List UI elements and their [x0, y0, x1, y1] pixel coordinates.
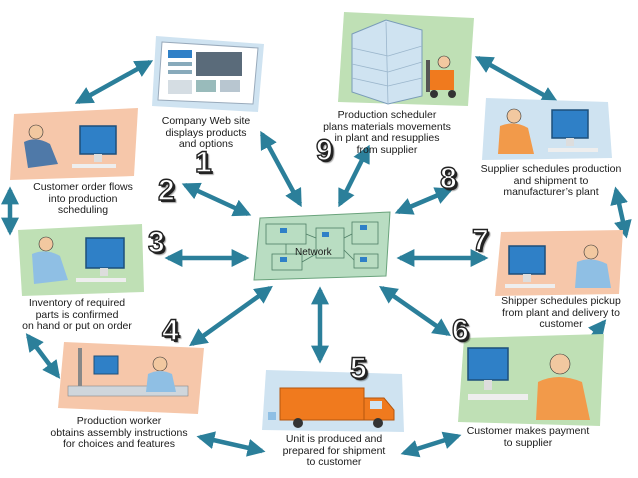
step9-illustration: [338, 12, 474, 108]
network-hub: [250, 210, 395, 282]
step1-illustration: [150, 32, 268, 114]
arrow-step4-step5: [196, 431, 266, 457]
step7-number: 7: [471, 224, 489, 257]
step6-illustration: [458, 334, 606, 426]
shipper-at-computer-icon: [495, 230, 623, 296]
step7-illustration: [495, 230, 623, 296]
step8-number: 8: [439, 162, 457, 195]
step3-illustration: [16, 222, 146, 296]
step2-number: 2: [157, 174, 175, 207]
customer-at-computer-icon: [10, 108, 138, 180]
factory-forklift-icon: [338, 12, 474, 106]
inventory-clerk-at-computer-icon: [18, 224, 144, 296]
arrow-network-step9: [337, 144, 371, 208]
step8-illustration: [482, 98, 612, 160]
network-label: Network: [295, 247, 332, 258]
arrow-network-step6: [379, 285, 451, 337]
arrow-step8-step7: [610, 186, 632, 239]
arrow-step2-step1: [74, 60, 154, 104]
arrow-step5-step6: [400, 431, 462, 458]
company-web-site-screen-icon: [152, 36, 264, 112]
delivery-truck-icon: [262, 370, 404, 432]
step3-number: 3: [147, 226, 165, 259]
step2-illustration: [10, 108, 142, 180]
step4-illustration: [58, 342, 208, 414]
step4-number: 4: [161, 314, 179, 347]
step1-number: 1: [194, 146, 212, 179]
customer-paying-icon: [458, 334, 604, 426]
arrow-step9-step8: [474, 56, 560, 104]
step5-illustration: [262, 368, 407, 434]
arrow-network-step1: [260, 130, 302, 208]
step5-number: 5: [349, 352, 367, 385]
arrow-network-step4: [189, 285, 273, 347]
arrow-network-step8: [394, 187, 454, 215]
production-worker-icon: [58, 342, 204, 414]
step6-number: 6: [451, 314, 469, 347]
arrow-step3-step4: [25, 333, 61, 379]
supplier-at-computer-icon: [482, 98, 612, 160]
arrow-network-step2: [181, 182, 252, 217]
step9-number: 9: [315, 134, 333, 167]
